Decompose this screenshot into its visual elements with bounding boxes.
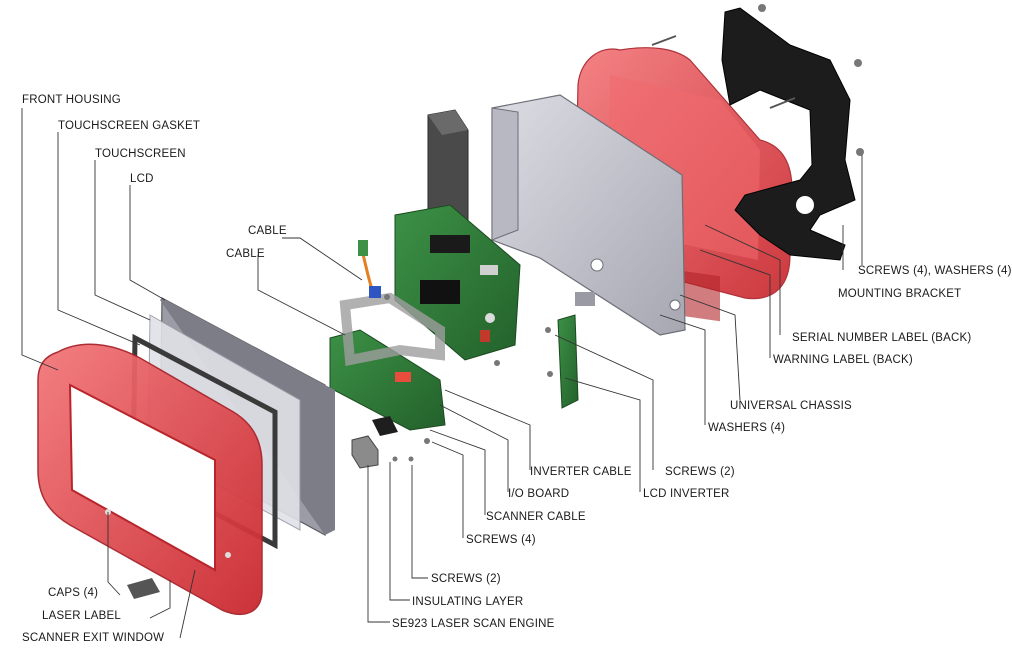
label-lcd: LCD (130, 173, 154, 185)
label-washers: WASHERS (4) (708, 422, 786, 434)
label-universal-chassis: UNIVERSAL CHASSIS (730, 400, 852, 412)
label-warning: WARNING LABEL (BACK) (773, 354, 913, 366)
label-serial-number: SERIAL NUMBER LABEL (BACK) (792, 332, 972, 344)
label-front-housing: FRONT HOUSING (22, 94, 121, 106)
front-housing (37, 343, 263, 615)
laser-label (127, 578, 160, 599)
label-cable-2: CABLE (226, 248, 265, 260)
label-insulating-layer: INSULATING LAYER (412, 596, 524, 608)
label-inverter-cable: INVERTER CABLE (530, 466, 632, 478)
scan-engine (351, 435, 379, 469)
label-mounting-bracket: MOUNTING BRACKET (838, 288, 962, 300)
label-cable-1: CABLE (248, 225, 287, 237)
label-lcd-inverter: LCD INVERTER (643, 488, 730, 500)
universal-chassis (491, 94, 686, 336)
label-screws-washers: SCREWS (4), WASHERS (4) (858, 265, 1012, 277)
label-screws-engine: SCREWS (2) (431, 573, 501, 585)
bracket-screws (651, 4, 864, 156)
label-scanner-cable: SCANNER CABLE (486, 511, 586, 523)
label-scanner-exit-window: SCANNER EXIT WINDOW (22, 632, 165, 644)
leader-lines (21, 108, 863, 639)
insulating-layer (372, 416, 398, 436)
label-screws-inverter: SCREWS (2) (665, 466, 735, 478)
label-laser-label: LASER LABEL (42, 610, 121, 622)
small-screws (384, 294, 553, 462)
label-touchscreen: TOUCHSCREEN (95, 148, 186, 160)
label-caps: CAPS (4) (48, 587, 99, 599)
mounting-bracket (721, 7, 856, 261)
label-io-board: I/O BOARD (508, 488, 570, 500)
label-screws-board: SCREWS (4) (466, 534, 536, 546)
ribbon-cable (339, 240, 445, 366)
lcd-inverter (557, 314, 579, 409)
label-scan-engine: SE923 LASER SCAN ENGINE (392, 618, 555, 630)
label-touchscreen-gasket: TOUCHSCREEN GASKET (58, 120, 201, 132)
battery-pack (427, 109, 469, 231)
